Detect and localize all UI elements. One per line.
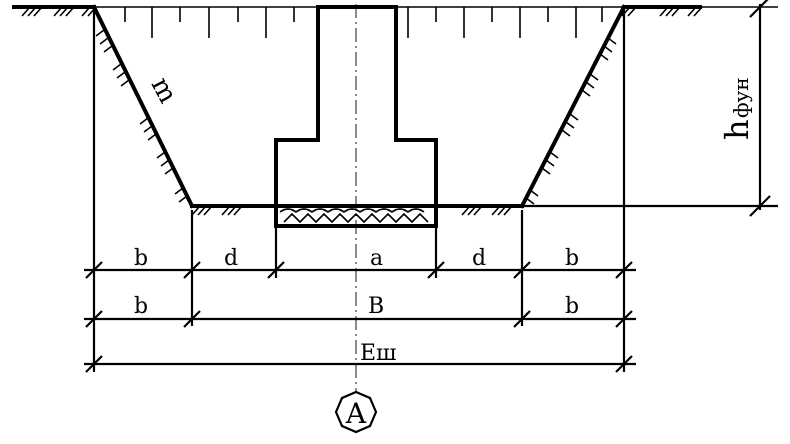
ground-surface bbox=[12, 5, 703, 38]
dim-b-right-2: b bbox=[565, 294, 579, 319]
dimension-row-2 bbox=[84, 310, 636, 328]
bottom-hatch bbox=[191, 205, 513, 216]
dim-b-right-1: b bbox=[565, 246, 579, 271]
dim-a: a bbox=[370, 246, 383, 271]
dim-d-left: d bbox=[224, 246, 238, 271]
foundation bbox=[274, 5, 438, 228]
dim-E: Еш bbox=[360, 341, 397, 366]
slope-hatch-left bbox=[95, 29, 188, 203]
axis-mark-label: А bbox=[345, 397, 366, 430]
dim-b-left-2: b bbox=[134, 294, 148, 319]
extension-lines bbox=[92, 7, 626, 372]
dim-B: B bbox=[368, 294, 384, 319]
dim-d-right: d bbox=[472, 246, 486, 271]
slope-hatch-right bbox=[525, 37, 617, 205]
dimension-row-3 bbox=[84, 355, 636, 373]
dimension-row-1 bbox=[84, 261, 636, 279]
axis-marker bbox=[334, 390, 378, 434]
depth-label: h фун bbox=[718, 77, 756, 140]
dim-b-left-1: b bbox=[134, 246, 148, 271]
slope-label: m bbox=[145, 72, 183, 108]
depth-dimension bbox=[522, 0, 778, 217]
depth-label-main: h bbox=[718, 119, 756, 140]
trench-outline bbox=[91, 4, 627, 209]
depth-label-sub: фун bbox=[729, 77, 753, 118]
